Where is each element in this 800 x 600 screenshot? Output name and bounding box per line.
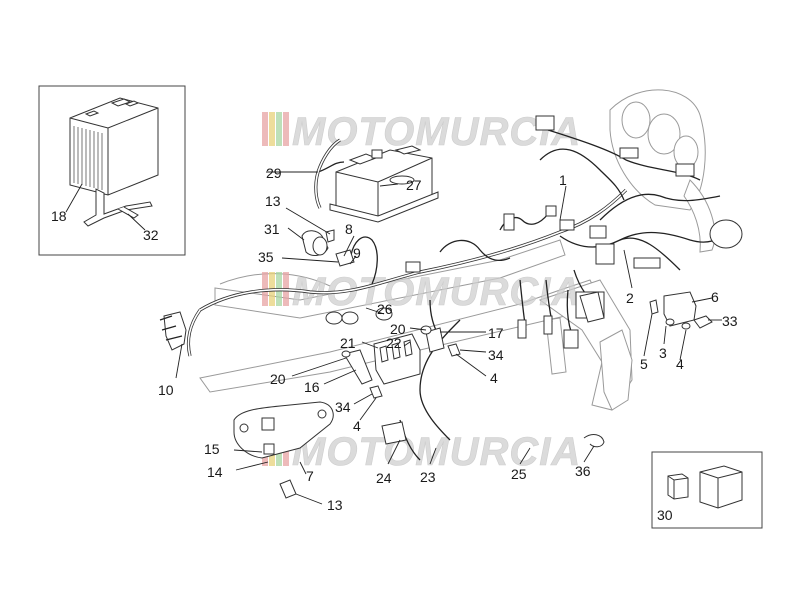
screw-13-top [325, 229, 335, 243]
callout-1: 1 [559, 172, 567, 188]
callout-4-left: 4 [353, 418, 361, 434]
right-bracket-part [649, 291, 713, 330]
callout-2: 2 [626, 290, 634, 306]
callout-26: 26 [377, 301, 393, 317]
callout-30: 30 [657, 507, 673, 523]
watermark-top: MOTOMURCIA [262, 110, 581, 154]
callout-34-left: 34 [335, 399, 351, 415]
part-24 [381, 421, 407, 445]
callout-25: 25 [511, 466, 527, 482]
callout-7: 7 [306, 468, 314, 484]
part-2-fuse-box [579, 291, 605, 323]
leader-lines [175, 171, 722, 505]
callout-13-bottom: 13 [327, 497, 343, 513]
inset-battery-part [69, 97, 159, 196]
callout-33: 33 [722, 313, 738, 329]
callout-18: 18 [51, 208, 67, 224]
fuse-holder-part [301, 230, 329, 256]
clip-36-part [583, 434, 605, 448]
relay-bracket-part [373, 325, 445, 385]
watermark-bottom: MOTOMURCIA [262, 430, 581, 474]
callout-34-right: 34 [488, 347, 504, 363]
callout-32: 32 [143, 227, 159, 243]
callouts: 1 2 3 4 4 4 5 6 7 8 9 10 13 13 14 15 16 … [158, 165, 738, 513]
callout-10: 10 [158, 382, 174, 398]
inset-relay-large [699, 465, 743, 509]
callout-16: 16 [304, 379, 320, 395]
callout-29: 29 [266, 165, 282, 181]
bracket-16-part [341, 349, 373, 385]
left-plug-part [159, 311, 187, 351]
callout-4-center: 4 [490, 370, 498, 386]
callout-20-left: 20 [270, 371, 286, 387]
callout-20-right: 20 [390, 321, 406, 337]
callout-27: 27 [406, 177, 422, 193]
callout-17: 17 [488, 325, 504, 341]
callout-13-top: 13 [265, 193, 281, 209]
callout-24: 24 [376, 470, 392, 486]
callout-14: 14 [207, 464, 223, 480]
part-35 [335, 249, 355, 267]
callout-9: 9 [353, 245, 361, 261]
watermark-text-top: MOTOMURCIA [292, 110, 581, 154]
bolt-34-part [369, 343, 461, 399]
callout-15: 15 [204, 441, 220, 457]
inset-relay-small [667, 473, 689, 500]
ecu-plate-part [233, 401, 334, 459]
watermark-text-bottom: MOTOMURCIA [292, 430, 581, 474]
callout-4-right: 4 [676, 356, 684, 372]
callout-21: 21 [340, 335, 356, 351]
callout-3: 3 [659, 345, 667, 361]
callout-36: 36 [575, 463, 591, 479]
inset-battery-box: 18 32 [38, 85, 186, 256]
callout-35: 35 [258, 249, 274, 265]
callout-22: 22 [386, 335, 402, 351]
callout-31: 31 [264, 221, 280, 237]
motorcycle-frame [199, 89, 716, 411]
battery-part [329, 145, 439, 223]
callout-5: 5 [640, 356, 648, 372]
inset-relay-box: 30 [651, 451, 763, 529]
inset-bracket-part [83, 188, 153, 227]
callout-6: 6 [711, 289, 719, 305]
callout-23: 23 [420, 469, 436, 485]
callout-8: 8 [345, 221, 353, 237]
screw-13-bottom [279, 479, 297, 499]
